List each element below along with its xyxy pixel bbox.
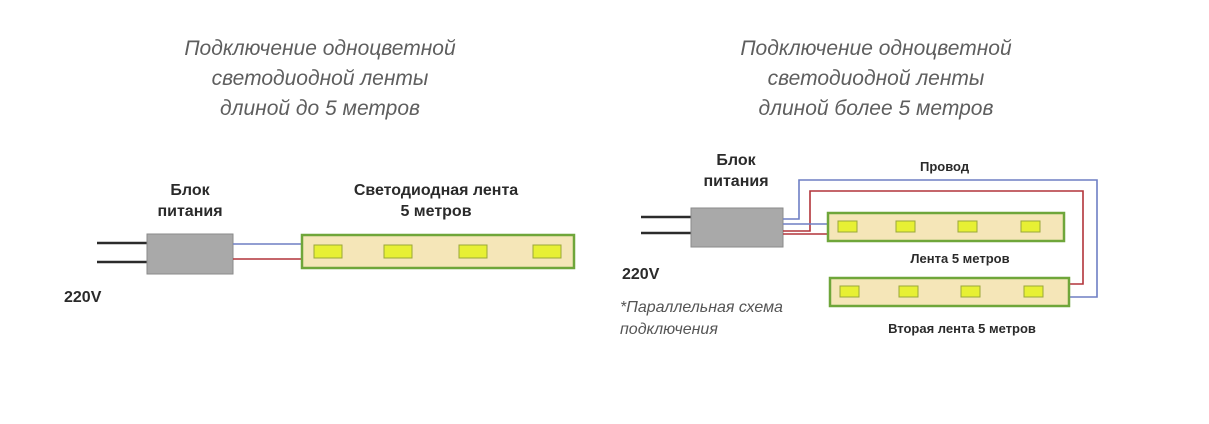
strip1-led — [957, 220, 978, 233]
right-psu-label: Блок питания — [676, 150, 796, 192]
left-strip-label-line-1: Светодиодная лента — [353, 182, 519, 199]
right-psu-label-line-2: питания — [703, 173, 769, 190]
left-strip-led — [383, 244, 413, 259]
strip1-label: Лента 5 метров — [910, 251, 1010, 266]
right-led-strip-2 — [828, 276, 1071, 308]
left-led-strip — [300, 233, 576, 270]
right-title-line-1: Подключение одноцветной — [740, 37, 1012, 60]
strip2-led — [898, 285, 919, 298]
strip2-led — [839, 285, 860, 298]
left-strip-label: Светодиодная лента 5 метров — [316, 180, 556, 222]
strip1-led — [895, 220, 916, 233]
right-title-line-2: светодиодной ленты — [767, 67, 985, 90]
left-title-line-2: светодиодной ленты — [211, 67, 429, 90]
left-title: Подключение одноцветной светодиодной лен… — [130, 34, 510, 124]
left-strip-led — [313, 244, 343, 259]
strip1-led — [1020, 220, 1041, 233]
parallel-note-line-1: *Параллельная схема — [620, 299, 783, 316]
right-voltage-label: 220V — [622, 266, 660, 283]
right-title: Подключение одноцветной светодиодной лен… — [686, 34, 1066, 124]
right-led-strip-1 — [826, 211, 1066, 243]
wire-label: Провод — [920, 159, 970, 174]
left-title-line-3: длиной до 5 метров — [220, 97, 420, 120]
left-strip-led — [532, 244, 562, 259]
left-psu-label-line-2: питания — [157, 203, 223, 220]
left-psu-label: Блок питания — [130, 180, 250, 222]
left-voltage-label: 220V — [64, 289, 102, 306]
strip2-label: Вторая лента 5 метров — [888, 321, 1036, 336]
strip2-led — [960, 285, 981, 298]
right-psu-label-line-1: Блок — [716, 152, 756, 169]
left-strip-led — [458, 244, 488, 259]
parallel-note: *Параллельная схема подключения — [620, 297, 783, 341]
left-psu-label-line-1: Блок — [170, 182, 210, 199]
right-title-line-3: длиной более 5 метров — [758, 97, 994, 120]
strip1-led — [837, 220, 858, 233]
strip2-led — [1023, 285, 1044, 298]
parallel-note-line-2: подключения — [620, 321, 718, 338]
left-strip-label-line-2: 5 метров — [400, 203, 472, 220]
right-power-supply — [690, 207, 784, 248]
left-power-supply — [146, 233, 234, 275]
left-title-line-1: Подключение одноцветной — [184, 37, 456, 60]
right-wire-red-outer — [783, 190, 1084, 285]
left-strip-body — [300, 233, 576, 270]
right-wire-blue-outer — [783, 179, 1098, 298]
